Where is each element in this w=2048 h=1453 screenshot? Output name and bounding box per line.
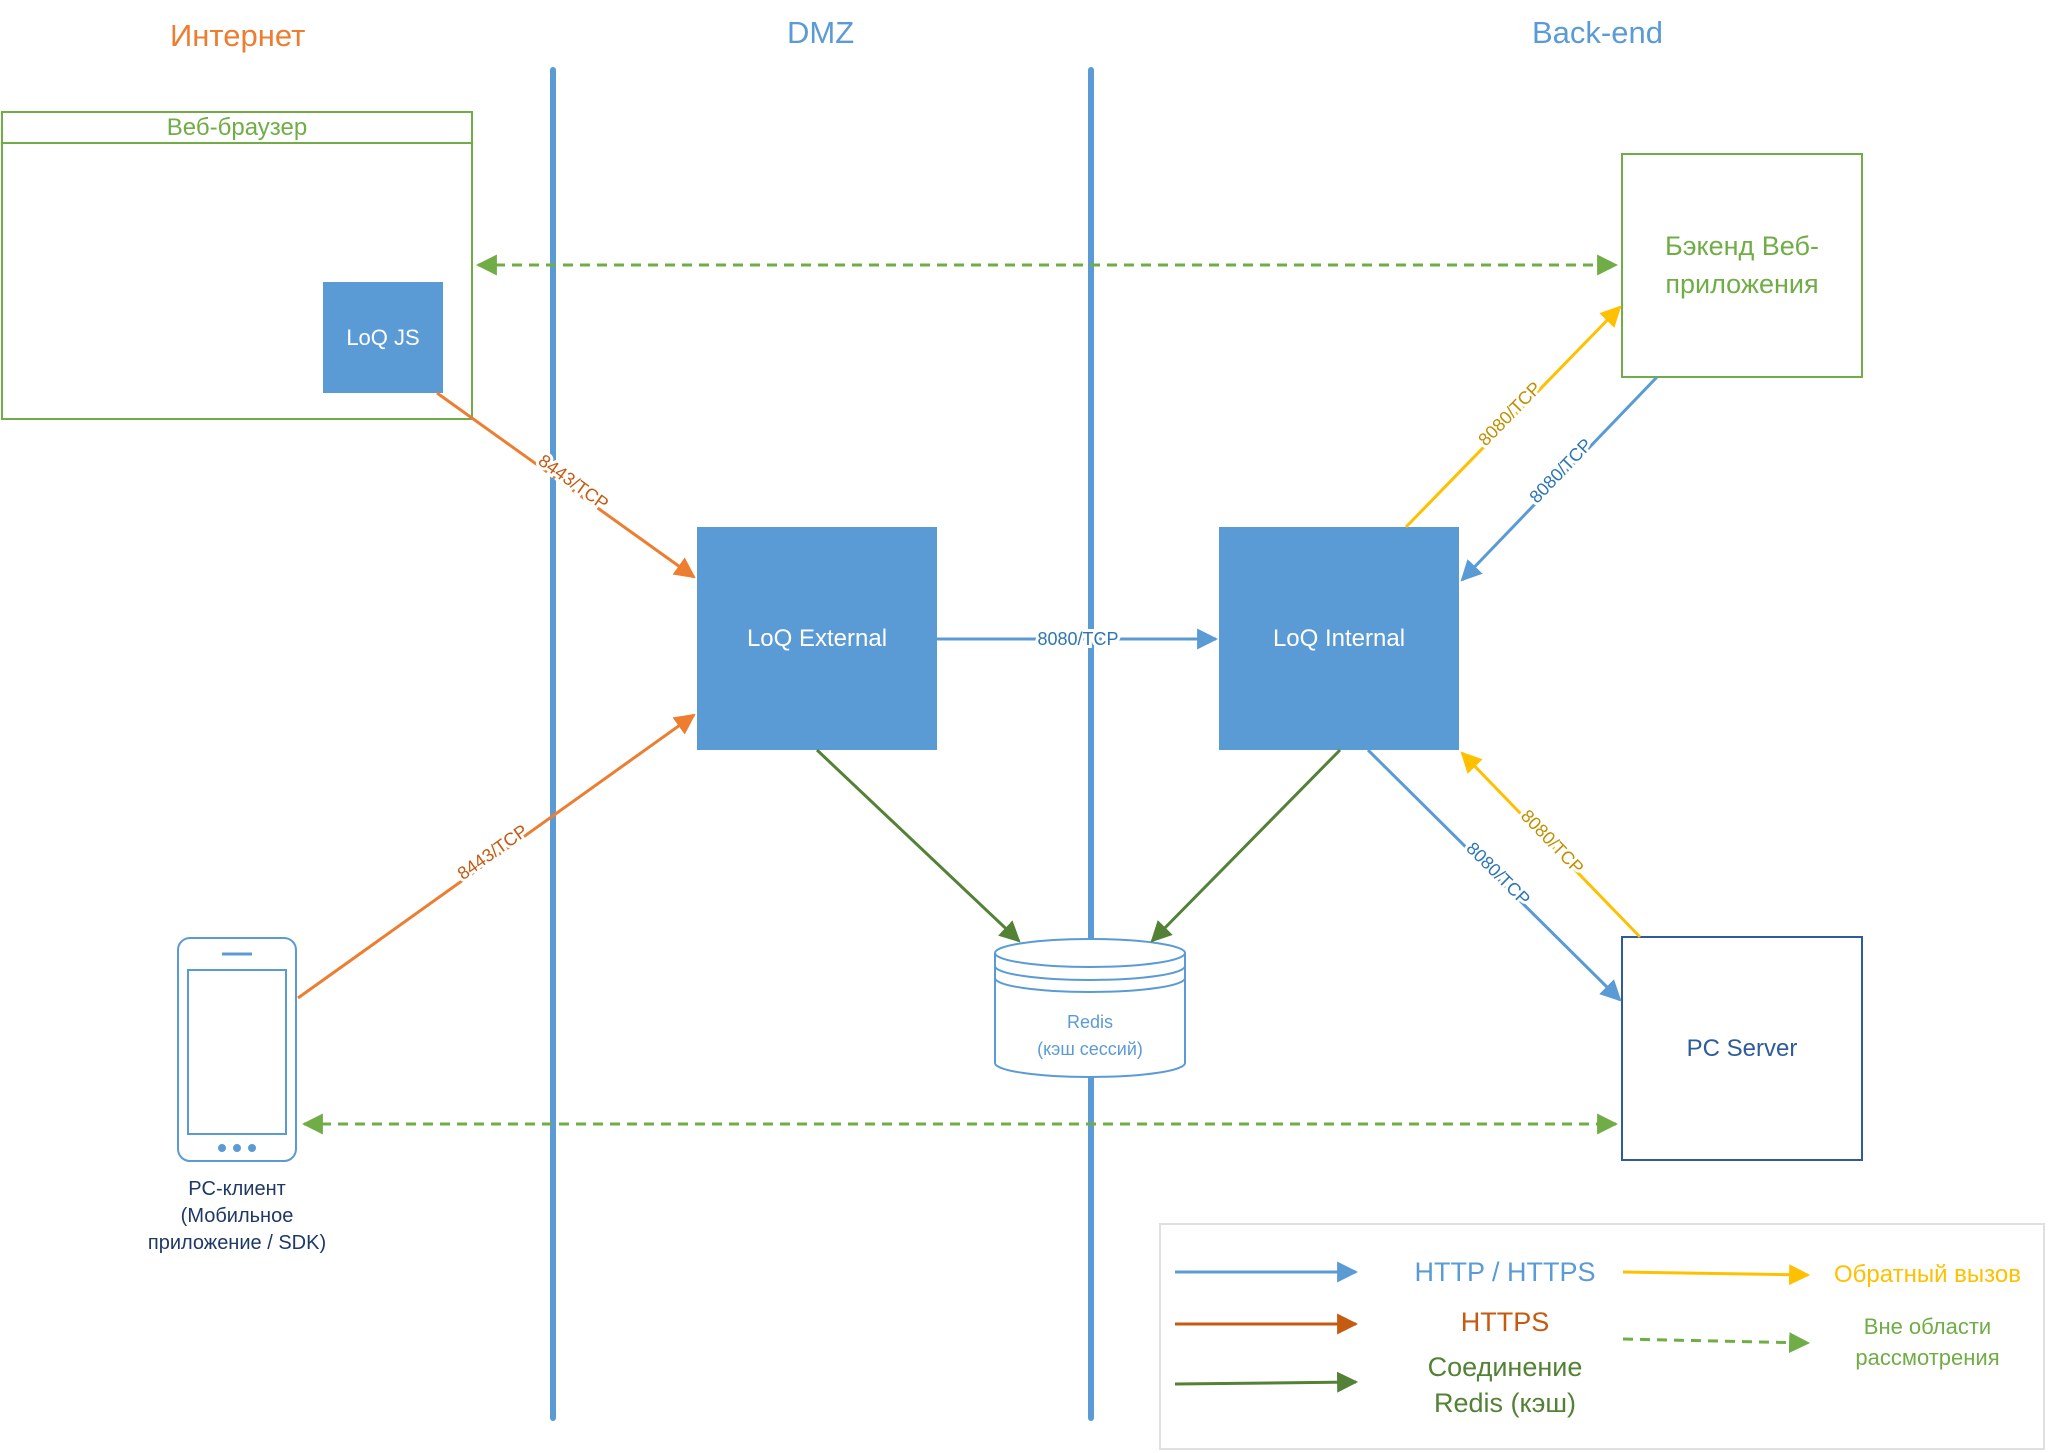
loq-external-box [697, 527, 937, 750]
edge-label-internal-to-pcserver: 8080/TCP [1462, 838, 1534, 909]
pc-client-label: PC-клиент (Мобильное приложение / SDK) [147, 1177, 327, 1254]
loq-js-label: LoQ JS [346, 324, 420, 350]
edge-label-js-to-external: 8443/TCP [535, 450, 613, 513]
edge-label-mobile-to-external: 8443/TCP [454, 820, 532, 883]
edge-label-pcserver-to-internal: 8080/TCP [1517, 806, 1588, 878]
legend-redis-line [1174, 1371, 1359, 1393]
edge-label-external-to-internal: 8080/TCP [1037, 629, 1118, 649]
legend-https-label: HTTPS [1460, 1306, 1550, 1337]
edge-internal-to-redis [1150, 748, 1342, 943]
web-browser-title: Веб-браузер [166, 113, 308, 141]
backend-web-app-box [1621, 153, 1863, 378]
zone-dmz-label: DMZ [787, 15, 855, 50]
edge-pcserver-to-internal [1460, 751, 1642, 939]
redis-subtitle: (кэш сессий) [1037, 1038, 1143, 1059]
edge-backend-to-internal [1460, 375, 1659, 582]
redis-title: Redis [1066, 1011, 1114, 1032]
legend-http-label: HTTP / HTTPS [1414, 1256, 1596, 1287]
legend-out-of-scope-line [1622, 1332, 1811, 1354]
legend-redis-label: Соединение Redis (кэш) [1427, 1351, 1583, 1418]
edge-mobile-to-external [297, 713, 696, 1000]
edge-external-to-redis [815, 748, 1021, 943]
edge-internal-to-backend [1404, 305, 1622, 529]
legend-callback-line [1622, 1264, 1811, 1286]
legend-callback-label: Обратный вызов [1834, 1261, 2021, 1288]
legend-out-of-scope-label: Вне области рассмотрения [1855, 1314, 2000, 1370]
zone-backend-label: Back-end [1532, 15, 1663, 50]
edge-label-backend-to-internal: 8080/TCP [1525, 435, 1596, 507]
loq-internal-label: LoQ Internal [1272, 624, 1406, 652]
pc-server-label: PC Server [1686, 1034, 1798, 1062]
loq-internal-box [1219, 527, 1459, 750]
legend-box [1159, 1223, 2045, 1450]
mobile-phone-icon [177, 937, 297, 1162]
zone-internet-label: Интернет [170, 18, 306, 53]
loq-js-box [323, 282, 443, 393]
loq-external-label: LoQ External [746, 624, 888, 652]
backend-web-app-label: Бэкенд Веб- приложения [1665, 230, 1819, 299]
edge-internal-to-pcserver [1366, 748, 1622, 1002]
pc-server-box [1621, 936, 1863, 1161]
redis-cylinder [994, 938, 1186, 1078]
edge-js-to-external [436, 391, 696, 579]
edge-label-internal-to-backend: 8080/TCP [1474, 378, 1545, 450]
web-browser-frame [1, 111, 473, 420]
